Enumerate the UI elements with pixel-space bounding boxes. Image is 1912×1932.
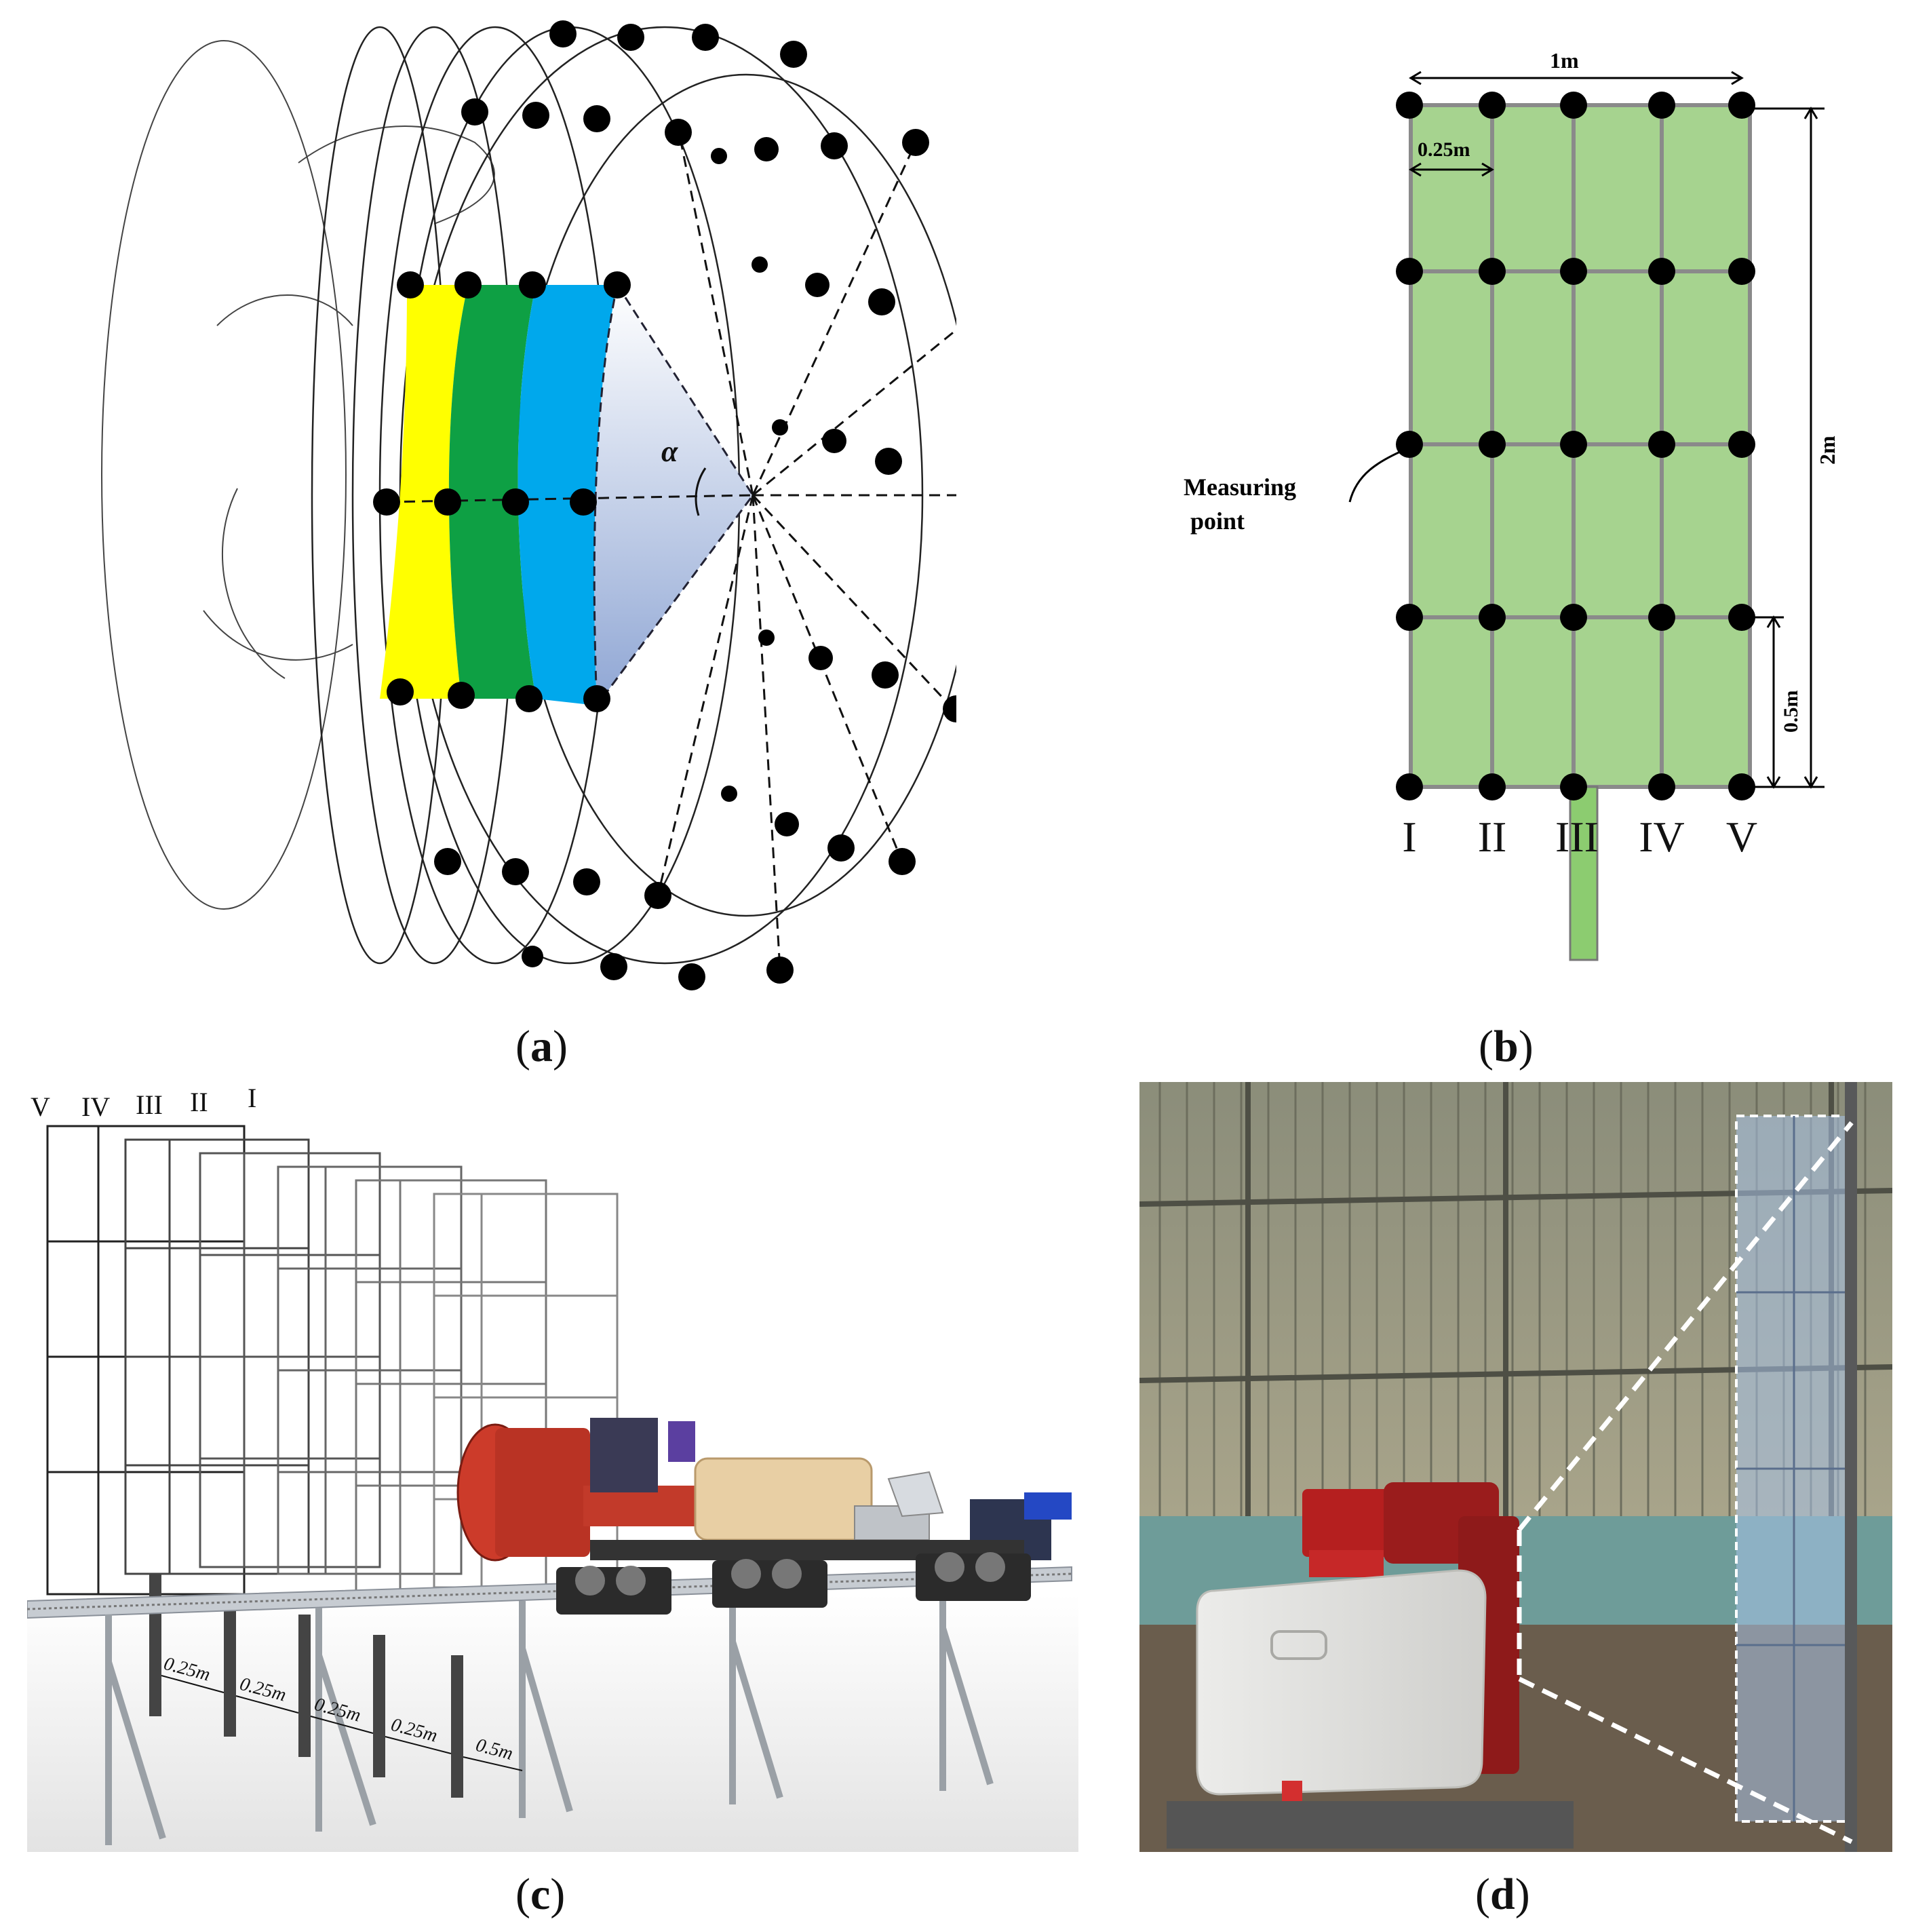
- spray-cone-outline: [1517, 1121, 1854, 1844]
- frame-ii: [277, 1165, 463, 1575]
- measurement-dots: [373, 20, 997, 990]
- cell-height-label: 0.5m: [1780, 691, 1802, 733]
- test-rig-render: V IV III II I 0.2: [26, 1083, 1078, 1852]
- panel-b: 1m 0.25m 2m 0.5m Measuring point I II II…: [1153, 27, 1899, 1011]
- column-label-iii: III: [1555, 813, 1599, 861]
- water-tank: [1196, 1569, 1487, 1796]
- dimension-lines: [1348, 71, 1825, 789]
- frame-label-ii: II: [190, 1087, 208, 1117]
- floor: [27, 1594, 1078, 1852]
- caption-b: (b): [1479, 1022, 1534, 1071]
- frame-label-iii: III: [136, 1089, 163, 1120]
- caption-a-letter: a: [530, 1022, 553, 1071]
- colored-bands: [380, 282, 754, 709]
- panel-c: V IV III II I 0.2: [26, 1079, 1078, 1852]
- target-panel: [1735, 1082, 1857, 1852]
- sprayer-machine: [456, 1418, 1072, 1615]
- frame-iii: [199, 1152, 381, 1568]
- column-labels: I II III IV V: [1402, 813, 1757, 861]
- engine: [590, 1418, 658, 1492]
- field-test-photo: [1139, 1082, 1893, 1852]
- sprayer-machine: [1167, 1482, 1574, 1849]
- column-label-v: V: [1726, 813, 1757, 861]
- caption-c: (c): [515, 1870, 566, 1919]
- column-label-i: I: [1402, 813, 1416, 861]
- grid-frames: [46, 1125, 619, 1596]
- cart-frame: [1167, 1801, 1574, 1849]
- column-label-ii: II: [1478, 813, 1507, 861]
- column-label-iv: IV: [1639, 813, 1685, 861]
- measuring-point-label-1: Measuring: [1184, 474, 1296, 501]
- frame-label-iv: IV: [81, 1091, 110, 1122]
- frame-labels: V IV III II I: [31, 1083, 256, 1122]
- frame-posts: [149, 1574, 463, 1798]
- height-label: 2m: [1815, 436, 1839, 465]
- measuring-grid-diagram: 1m 0.25m 2m 0.5m Measuring point I II II…: [1184, 48, 1839, 961]
- measuring-point-label-2: point: [1190, 507, 1245, 535]
- grid-dots: [1396, 92, 1755, 800]
- frame-label-v: V: [31, 1091, 50, 1122]
- frame-label-i: I: [248, 1083, 256, 1113]
- width-label: 1m: [1550, 48, 1579, 73]
- caption-b-letter: b: [1493, 1022, 1519, 1071]
- spray-cone-diagram: α: [101, 20, 997, 990]
- caption-c-letter: c: [530, 1870, 551, 1919]
- engine: [1302, 1489, 1390, 1557]
- angle-label: α: [661, 435, 678, 468]
- panel-d: [1139, 1082, 1893, 1852]
- frame-v: [46, 1125, 246, 1596]
- angle-arc: [695, 467, 707, 516]
- caption-d-letter: d: [1489, 1870, 1515, 1919]
- water-tank: [694, 1457, 873, 1541]
- fan-sketch: [101, 40, 495, 910]
- caption-a: (a): [515, 1022, 568, 1071]
- panel-a: α: [0, 0, 997, 990]
- caption-d: (d): [1475, 1870, 1530, 1919]
- cell-width-label: 0.25m: [1418, 138, 1470, 161]
- rail-supports: [105, 1584, 994, 1845]
